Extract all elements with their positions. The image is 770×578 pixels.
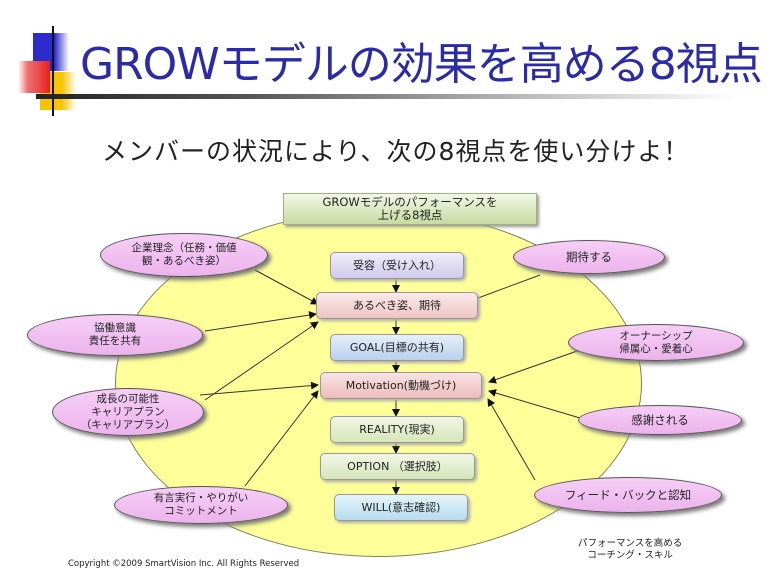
factor-ownership: オーナーシップ 帰属心・愛着心: [568, 324, 744, 361]
factor-expect: 期待する: [513, 240, 665, 274]
factor-arrow: [487, 398, 536, 481]
factor-arrow: [204, 321, 319, 401]
flow-step-acceptance: 受容（受け入れ）: [330, 252, 464, 279]
flow-step-will: WILL(意志確認): [334, 494, 468, 521]
page-title: GROWモデルの効果を高める8視点: [80, 39, 763, 90]
factor-text: 成長の可能性: [96, 392, 160, 405]
logo-red-square: [18, 61, 50, 93]
factor-arrow: [469, 274, 541, 303]
factor-arrow: [488, 389, 581, 419]
caption-line1: パフォーマンスを高める: [578, 538, 683, 549]
flow-step-option: OPTION （選択肢）: [320, 453, 475, 480]
logo-vertical-line: [52, 26, 54, 116]
factor-arrow: [488, 349, 581, 384]
factor-growth: 成長の可能性 キャリアプラン （キャリアプラン）: [52, 388, 204, 436]
factor-text: コミットメント: [164, 505, 238, 517]
factor-text: オーナーシップ: [619, 329, 693, 342]
copyright-notice: Copyright ©2009 SmartVision Inc. All Rig…: [68, 559, 300, 569]
factor-text: 協働意識: [94, 322, 136, 334]
factor-arrow: [254, 269, 319, 305]
title-underline: [36, 94, 736, 99]
factor-text: キャリアプラン: [91, 405, 165, 418]
flow-step-ideal: あるべき姿、期待: [316, 292, 478, 319]
factor-text: 企業理念（任務・価値: [131, 242, 237, 254]
factor-text: 有言実行・やりがい: [153, 492, 249, 504]
factor-text: （キャリアプラン）: [80, 418, 176, 431]
page-subtitle: メンバーの状況により、次の8視点を使い分けよ！: [102, 137, 690, 166]
caption-line2: コーチング・スキル: [587, 550, 673, 561]
factor-feedback: フィード・バックと認知: [534, 477, 722, 513]
factor-text: 期待する: [566, 249, 612, 264]
factor-text: 観・あるべき姿）: [142, 255, 226, 267]
factor-arrow: [244, 390, 319, 487]
factor-collaboration: 協働意識 責任を共有: [27, 314, 203, 356]
flow-step-motivation: Motivation(動機づけ): [320, 372, 482, 399]
header-box-line2: 上げる8視点: [377, 208, 443, 222]
diagram-header-box: GROWモデルのパフォーマンスを 上げる8視点: [283, 193, 537, 225]
factor-appreciation: 感謝される: [578, 405, 742, 435]
header-box-line1: GROWモデルのパフォーマンスを: [322, 195, 498, 209]
factor-text: 感謝される: [631, 412, 689, 427]
factor-text: フィード・バックと認知: [564, 487, 692, 502]
diagram-caption: パフォーマンスを高める コーチング・スキル: [578, 538, 682, 562]
factor-arrow: [204, 311, 317, 332]
factor-text: 帰属心・愛着心: [619, 342, 693, 355]
factor-commitment: 有言実行・やりがい コミットメント: [114, 486, 288, 524]
flow-step-goal: GOAL(目標の共有): [330, 334, 464, 361]
factor-corporate-philosophy: 企業理念（任務・価値 観・あるべき姿）: [100, 233, 268, 277]
factor-arrow: [199, 381, 319, 396]
factor-text: 責任を共有: [88, 335, 142, 347]
flow-step-reality: REALITY(現実): [330, 416, 464, 443]
